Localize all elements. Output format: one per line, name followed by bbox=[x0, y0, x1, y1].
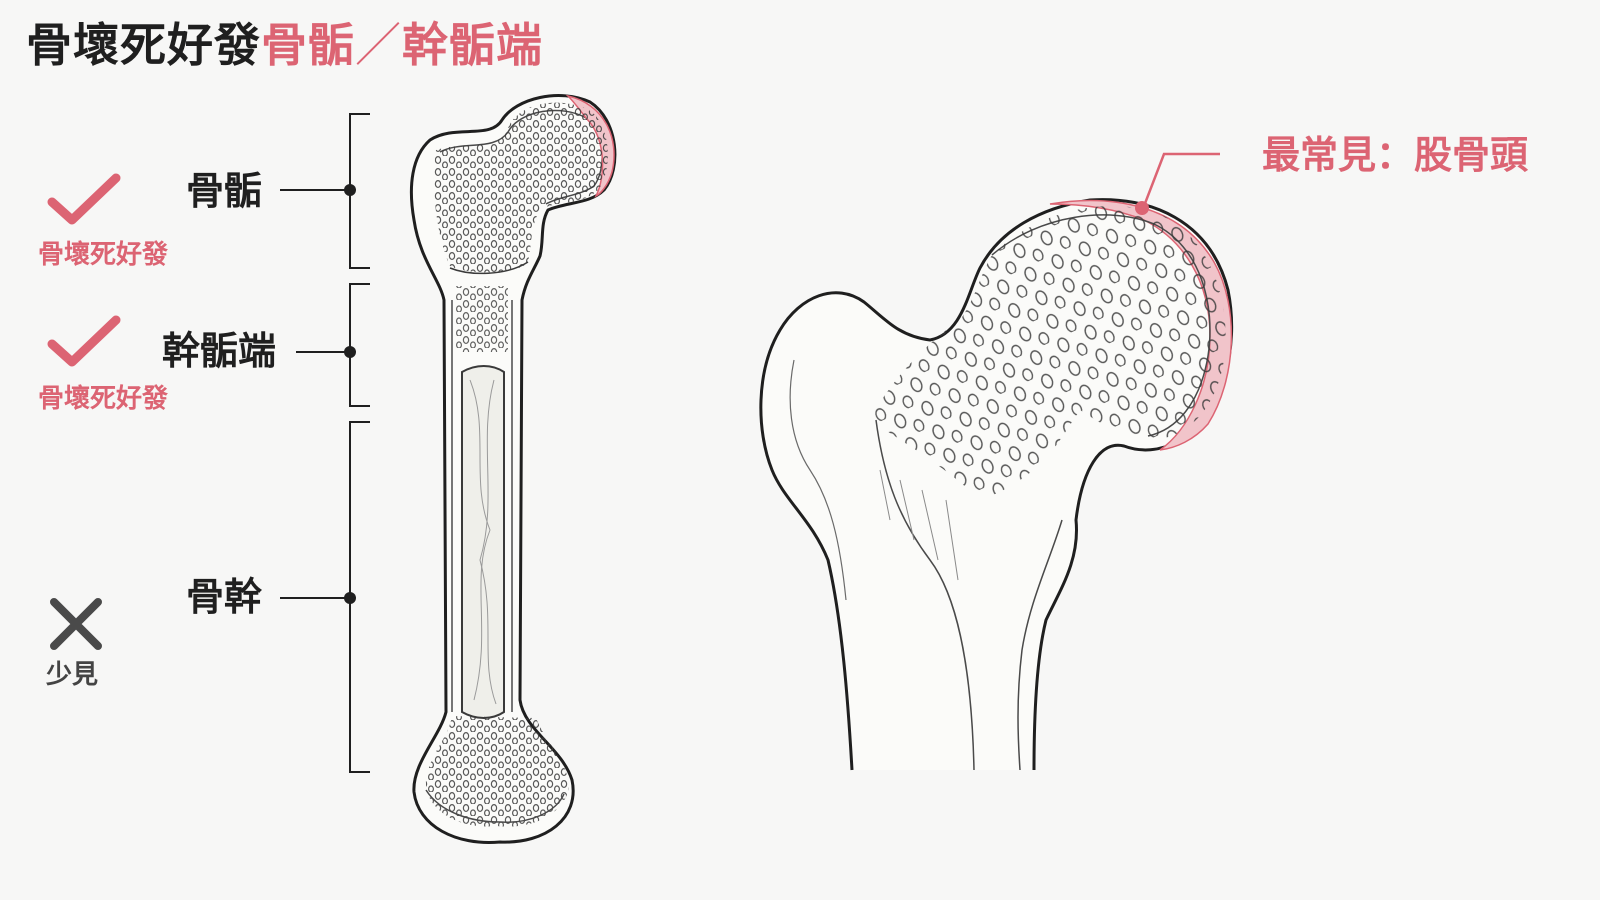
callout-femoral-head: 最常見：股骨頭 bbox=[1262, 136, 1528, 174]
leader-dot bbox=[344, 592, 356, 604]
bracket-metaphysis bbox=[296, 284, 370, 406]
femoral-head-closeup bbox=[761, 154, 1240, 770]
bracket-epiphysis bbox=[280, 114, 370, 268]
whole-femur bbox=[411, 96, 620, 843]
leader-dot bbox=[344, 346, 356, 358]
callout-dot bbox=[1135, 201, 1149, 215]
bracket-diaphysis bbox=[280, 422, 370, 772]
leader-dot bbox=[344, 184, 356, 196]
